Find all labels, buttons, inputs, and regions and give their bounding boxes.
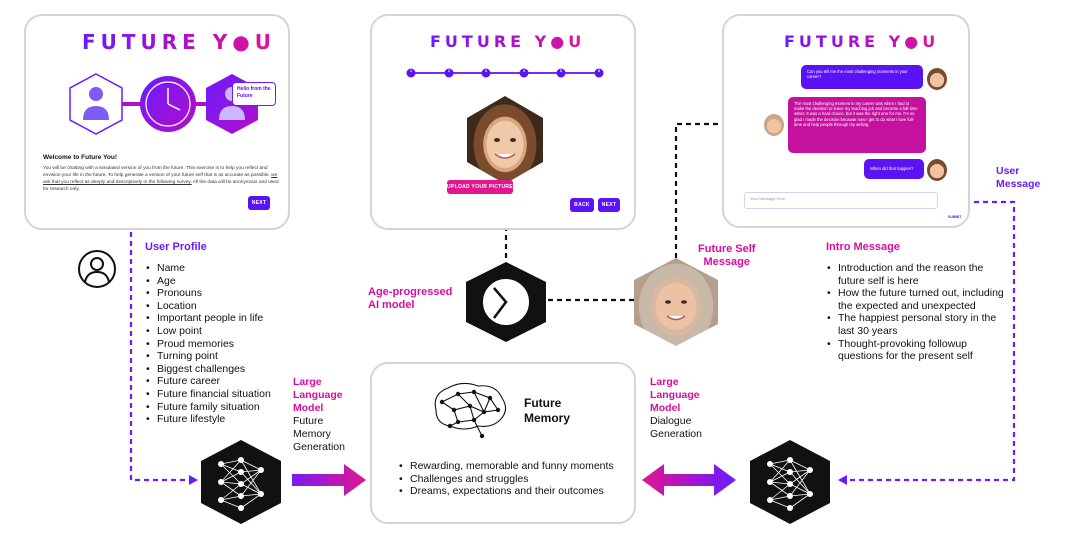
clock-icon [481, 277, 531, 327]
step-progress-bar [406, 68, 604, 78]
llm-left-sub2: Memory [293, 428, 331, 440]
list-item: Introduction and the reason the future s… [827, 262, 1008, 287]
list-item: Future financial situation [146, 388, 327, 401]
llm-left-line3: Model [293, 402, 324, 414]
list-item: Future lifestyle [146, 413, 327, 426]
welcome-body-part2: All the data will be anonymous and used … [43, 180, 279, 192]
user-message-flow-arrowhead [838, 475, 847, 485]
welcome-title: Welcome to Future You! [43, 154, 118, 161]
age-model-label-line1: Age-progressed [368, 286, 453, 298]
llm-left-sub3: Generation [293, 441, 345, 453]
list-item: Biggest challenges [146, 363, 327, 376]
llm-left-line2: Language [293, 389, 343, 401]
hello-bubble: Hello from the Future [232, 82, 276, 106]
user-profile-list: Name Age Pronouns Location Important peo… [145, 262, 327, 426]
user-profile-flow-arrowhead [189, 475, 198, 485]
step-3: 3 [485, 69, 487, 73]
back-button[interactable]: BACK [570, 198, 594, 212]
llm-right-sub1: Dialogue [650, 415, 692, 427]
llm-right-line3: Model [650, 402, 681, 414]
list-item: Thought-provoking followup questions for… [827, 338, 1008, 363]
intro-message-list: Introduction and the reason the future s… [826, 262, 1008, 363]
user-chat-followup: When did that happen? [864, 159, 924, 179]
step-5: 5 [560, 69, 562, 73]
user-message-line2: Message [996, 178, 1041, 190]
list-item: Pronouns [146, 287, 327, 300]
welcome-body-part1: You will be chatting with a simulated ve… [43, 166, 272, 178]
submit-button[interactable]: SUBMIT [948, 215, 962, 219]
next-button[interactable]: NEXT [598, 198, 620, 212]
future-you-logo: FUTURE Y●U [82, 30, 276, 54]
list-item: Location [146, 300, 327, 313]
list-item: Future family situation [146, 401, 327, 414]
list-item: The happiest personal story in the last … [827, 312, 1008, 337]
step-4: 4 [523, 69, 525, 73]
age-model-label: Age-progressed AI model [368, 286, 452, 312]
list-item: Turning point [146, 350, 327, 363]
future-memory-title-line2: Memory [524, 411, 571, 425]
user-message-line1: User [996, 165, 1020, 177]
next-button[interactable]: NEXT [248, 196, 270, 210]
welcome-body: You will be chatting with a simulated ve… [43, 165, 279, 193]
list-item: Important people in life [146, 312, 327, 325]
llm-right-line1: Large [650, 376, 679, 388]
upload-screen-panel: FUTURE Y●U 1 2 3 4 5 6 UPLOAD YOUR PICTU… [370, 14, 636, 230]
list-item: Low point [146, 325, 327, 338]
future-self-message-line1: Future Self [698, 243, 756, 255]
llm-left-sub1: Future [293, 415, 324, 427]
step-1: 1 [410, 69, 412, 73]
future-memory-title: Future Memory [524, 396, 570, 426]
future-self-avatar [764, 114, 784, 136]
llm-left-line1: Large [293, 376, 322, 388]
future-memory-title-line1: Future [524, 396, 562, 410]
welcome-body-underlined: we ask that you reflect as deeply and de… [43, 173, 278, 185]
age-model-label-line2: AI model [368, 299, 415, 311]
llm-right-sub2: Generation [650, 428, 702, 440]
future-you-logo: FUTURE Y●U [430, 32, 586, 51]
future-memory-list: Rewarding, memorable and funny moments C… [398, 460, 640, 498]
message-input[interactable]: Your Message Here [744, 192, 938, 209]
step-labels: 1 2 3 4 5 6 [405, 69, 605, 77]
future-self-chat-message: The most challenging moment in my career… [788, 97, 926, 153]
list-item: How the future turned out, including the… [827, 287, 1008, 312]
upload-picture-button[interactable]: UPLOAD YOUR PICTURE [447, 180, 513, 194]
future-self-message-label: Future Self Message [698, 243, 755, 269]
uploaded-photo [467, 96, 543, 184]
step-2: 2 [448, 69, 450, 73]
user-message-label: User Message [996, 165, 1040, 191]
user-avatar [927, 159, 947, 181]
user-chat-message: Can you tell me the most challenging mom… [801, 65, 923, 89]
message-input-placeholder: Your Message Here [750, 196, 786, 201]
user-profile-title: User Profile [145, 241, 207, 253]
hello-bubble-text: Hello from the Future [237, 86, 271, 99]
neural-network-icon [218, 457, 264, 511]
welcome-illustration [69, 73, 258, 135]
llm-memory-label: Large Language Model Future Memory Gener… [293, 376, 345, 454]
llm-dialogue-label: Large Language Model Dialogue Generation [650, 376, 702, 441]
welcome-screen-panel: FUTURE Y●U Hello from the Future Welcome… [24, 14, 290, 230]
list-item: Age [146, 275, 327, 288]
step-6: 6 [598, 69, 600, 73]
llm-right-line2: Language [650, 389, 700, 401]
intro-message-title: Intro Message [826, 241, 900, 253]
chat-screen-panel: FUTURE Y●U Can you tell me the most chal… [722, 14, 970, 228]
list-item: Rewarding, memorable and funny moments [399, 460, 640, 473]
brain-network-icon [434, 382, 507, 439]
list-item: Dreams, expectations and their outcomes [399, 485, 640, 498]
list-item: Name [146, 262, 327, 275]
user-avatar [927, 68, 947, 90]
future-memory-panel: Future Memory Rewarding, memorable and f… [370, 362, 636, 524]
list-item: Proud memories [146, 338, 327, 351]
future-self-message-line2: Message [703, 256, 750, 268]
list-item: Future career [146, 375, 327, 388]
user-profile-icon [78, 250, 116, 288]
list-item: Challenges and struggles [399, 473, 640, 486]
user-profile-flow-line [129, 232, 190, 482]
neural-network-icon [767, 457, 813, 511]
future-you-logo: FUTURE Y●U [784, 32, 940, 51]
